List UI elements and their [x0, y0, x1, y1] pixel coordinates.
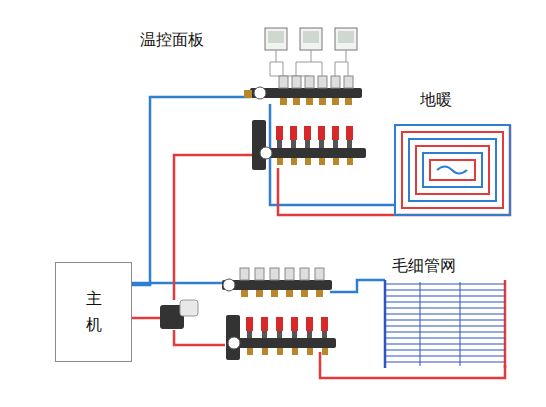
host-unit-label: 主机 [86, 286, 102, 337]
manifold-supply-lower [226, 315, 336, 360]
pipes [132, 97, 510, 378]
manifold-return-upper [244, 76, 362, 105]
capillary-mat [385, 280, 505, 368]
thermostat-panels [265, 28, 357, 76]
mixing-valve [160, 300, 198, 329]
manifold-supply-upper [252, 120, 366, 170]
manifold-return-lower [222, 268, 332, 297]
section-label: 毛细管网 [392, 256, 456, 277]
host-unit-box: 主机 [55, 262, 132, 362]
section-label: 温控面板 [140, 30, 204, 51]
floor-heating-coil [395, 125, 510, 215]
section-label: 地暖 [420, 90, 452, 111]
